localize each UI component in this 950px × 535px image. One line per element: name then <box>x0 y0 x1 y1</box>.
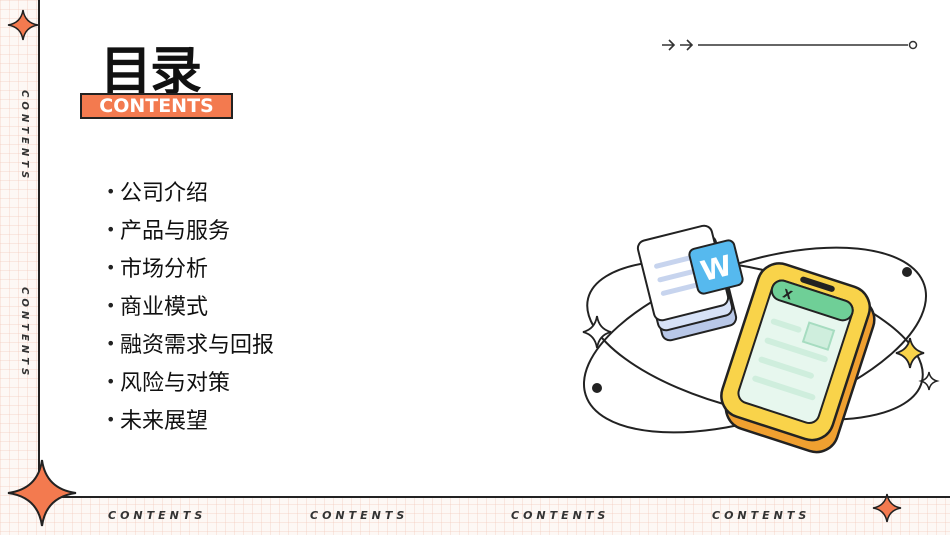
list-item-label: 市场分析 <box>120 257 209 282</box>
list-item[interactable]: •商业模式 <box>106 286 274 324</box>
small-star-icon <box>872 493 902 523</box>
arrow-line-icon <box>662 39 918 51</box>
large-star-icon <box>7 459 77 527</box>
list-item-label: 风险与对策 <box>120 371 231 396</box>
list-item-label: 公司介绍 <box>120 181 209 206</box>
list-item[interactable]: •产品与服务 <box>106 210 274 248</box>
document-illustration: W X <box>582 224 940 454</box>
bullet-icon: • <box>106 333 116 353</box>
bullet-icon: • <box>106 295 116 315</box>
list-item-label: 融资需求与回报 <box>120 333 275 358</box>
word-document-icon: W <box>636 224 744 342</box>
side-label: CONTENTS <box>19 287 30 380</box>
bullet-icon: • <box>106 409 116 429</box>
phone-icon: X <box>720 262 876 454</box>
list-item[interactable]: •融资需求与回报 <box>106 324 274 362</box>
bottom-label: CONTENTS <box>511 509 610 522</box>
bottom-label: CONTENTS <box>108 509 207 522</box>
corner-star-icon <box>7 9 39 41</box>
bottom-label: CONTENTS <box>310 509 409 522</box>
list-item[interactable]: •公司介绍 <box>106 172 274 210</box>
bullet-icon: • <box>106 257 116 277</box>
side-label: CONTENTS <box>19 90 30 183</box>
contents-badge: CONTENTS <box>80 93 233 119</box>
list-item[interactable]: •风险与对策 <box>106 362 274 400</box>
list-item-label: 商业模式 <box>120 295 209 320</box>
list-item[interactable]: •未来展望 <box>106 400 274 438</box>
bullet-icon: • <box>106 219 116 239</box>
list-item[interactable]: •市场分析 <box>106 248 274 286</box>
bullet-icon: • <box>106 181 116 201</box>
bottom-label: CONTENTS <box>712 509 811 522</box>
contents-list: •公司介绍 •产品与服务 •市场分析 •商业模式 •融资需求与回报 •风险与对策… <box>106 172 274 438</box>
page-title: 目录 <box>100 42 202 102</box>
list-item-label: 未来展望 <box>120 409 209 434</box>
list-item-label: 产品与服务 <box>120 219 231 244</box>
bullet-icon: • <box>106 371 116 391</box>
